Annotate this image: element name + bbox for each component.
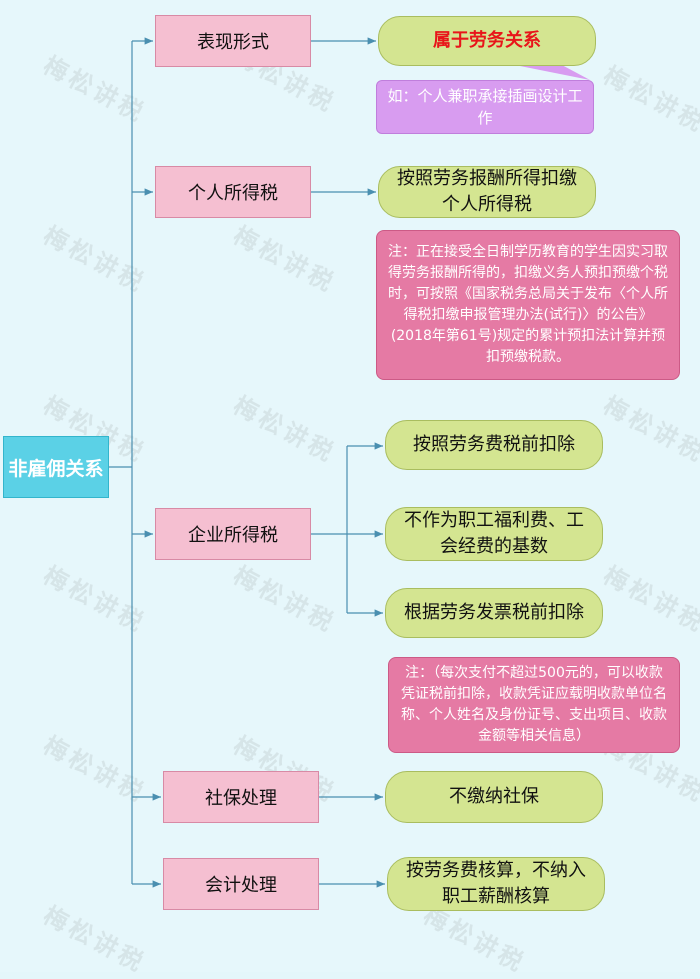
result-cit-item: 不作为职工福利费、工会经费的基数 bbox=[385, 507, 603, 561]
category-iit: 个人所得税 bbox=[155, 166, 311, 218]
note-cit: 注：（每次支付不超过500元的，可以收款凭证税前扣除，收款凭证应载明收款单位名称… bbox=[388, 657, 680, 753]
result-cit-item: 按照劳务费税前扣除 bbox=[385, 420, 603, 470]
result-labor-relation: 属于劳务关系 bbox=[378, 16, 596, 66]
category-social: 社保处理 bbox=[163, 771, 319, 823]
note-iit: 注：正在接受全日制学历教育的学生因实习取得劳务报酬所得的，扣缴义务人预扣预缴个税… bbox=[376, 230, 680, 380]
result-iit: 按照劳务报酬所得扣缴个人所得税 bbox=[378, 166, 596, 218]
result-cit-item: 根据劳务发票税前扣除 bbox=[385, 588, 603, 638]
root-node: 非雇佣关系 bbox=[3, 436, 109, 498]
highlight-text: 属于劳务关系 bbox=[433, 30, 541, 51]
category-cit: 企业所得税 bbox=[155, 508, 311, 560]
category-accounting: 会计处理 bbox=[163, 858, 319, 910]
category-form: 表现形式 bbox=[155, 15, 311, 67]
callout-pointer bbox=[520, 64, 590, 80]
result-social: 不缴纳社保 bbox=[385, 771, 603, 823]
example-callout: 如：个人兼职承接插画设计工作 bbox=[376, 80, 594, 134]
result-accounting: 按劳务费核算，不纳入职工薪酬核算 bbox=[387, 857, 605, 911]
